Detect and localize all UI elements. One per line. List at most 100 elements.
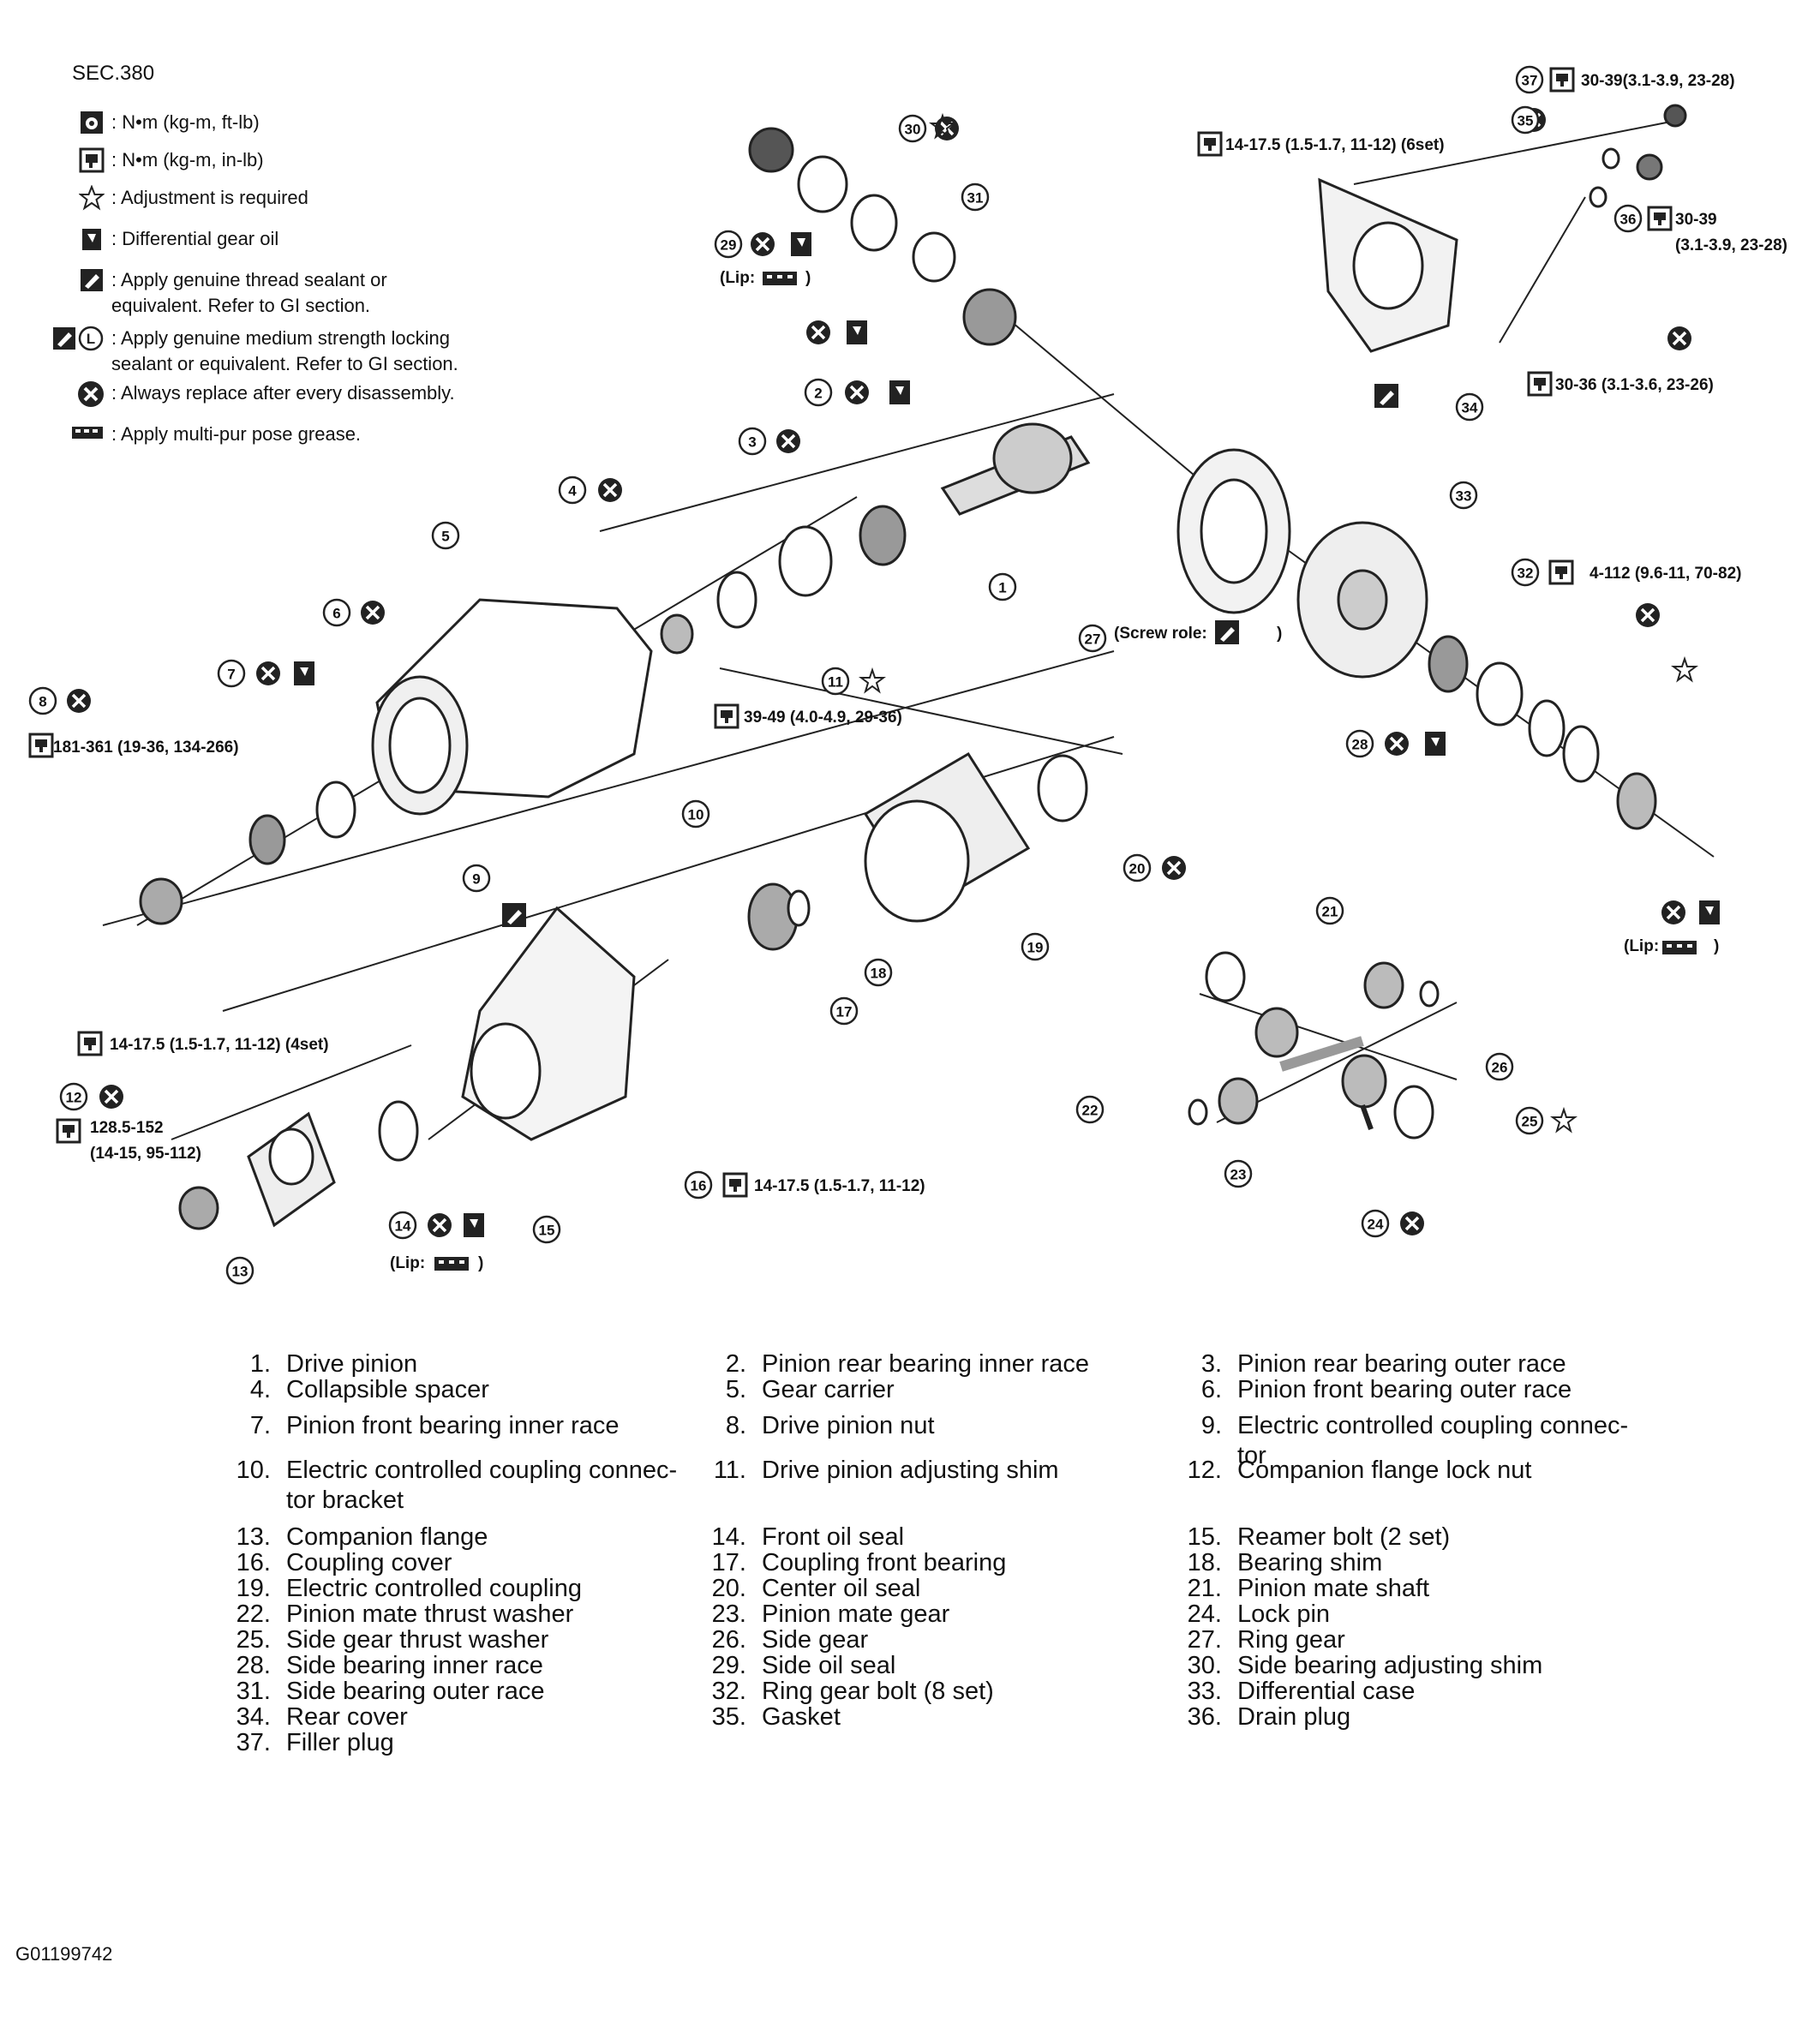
part-label: Center oil seal xyxy=(762,1575,921,1602)
callout-32-torque: 4-112 (9.6-11, 70-82) xyxy=(1590,565,1741,583)
part-number: 33. xyxy=(1187,1678,1222,1705)
part-item: 35.Gasket xyxy=(690,1702,1178,1732)
replace-x-icon xyxy=(98,1083,125,1110)
part-callout-number: 28 xyxy=(1352,737,1368,753)
lip-grease-29-top-end: ) xyxy=(805,269,811,287)
part-item: 32.Ring gear bolt (8 set) xyxy=(690,1677,1178,1707)
part-label: Drive pinion adjusting shim xyxy=(762,1457,1059,1484)
part-callout-number: 24 xyxy=(1368,1217,1384,1233)
sealant-icon xyxy=(1215,620,1239,644)
torque-icon xyxy=(714,703,739,729)
part-item: 9.Electric controlled coupling connec- t… xyxy=(1165,1411,1654,1471)
drive-pinion-nut xyxy=(139,877,183,925)
part-callout-number: 4 xyxy=(568,483,577,500)
part-callout-number: 27 xyxy=(1085,631,1101,648)
part-callout-7: 7 xyxy=(217,659,246,688)
part-callout-33: 33 xyxy=(1449,481,1478,510)
part-number: 34. xyxy=(236,1703,271,1731)
torque-icon xyxy=(56,1118,81,1144)
part-item: 24.Lock pin xyxy=(1165,1600,1654,1630)
pinion-front-bearing-outer xyxy=(315,781,356,839)
pinion-rear-bearing-inner xyxy=(859,505,907,566)
part-callout-11: 11 xyxy=(821,667,850,696)
part-label: Pinion rear bearing outer race xyxy=(1237,1350,1566,1378)
part-callout-number: 29 xyxy=(721,237,737,254)
part-callout-number: 20 xyxy=(1129,861,1146,877)
part-number: 15. xyxy=(1187,1523,1222,1551)
part-number: 36. xyxy=(1187,1703,1222,1731)
side-bearing-inner xyxy=(1428,635,1469,693)
part-number: 17. xyxy=(711,1549,746,1576)
star-icon xyxy=(1552,1109,1576,1132)
replace-x-icon xyxy=(1666,325,1693,352)
legend-text: : N•m (kg-m, in-lb) xyxy=(111,149,264,170)
part-callout-number: 37 xyxy=(1522,73,1538,89)
oil-can-icon xyxy=(791,232,811,256)
side-shim-b xyxy=(1562,725,1600,783)
part-callout-14: 14 xyxy=(388,1211,417,1240)
part-callout-number: 7 xyxy=(227,667,235,683)
legend-text: : Adjustment is required xyxy=(111,187,308,208)
part-number: 16. xyxy=(236,1549,271,1576)
part-callout-32: 32 xyxy=(1511,558,1540,587)
part-number: 14. xyxy=(711,1523,746,1551)
part-item: 6.Pinion front bearing outer race xyxy=(1165,1375,1654,1405)
part-number: 22. xyxy=(236,1600,271,1628)
legend-text: : N•m (kg-m, ft-lb) xyxy=(111,111,260,133)
lip-grease-29-top: (Lip: xyxy=(720,269,755,287)
part-item: 33. Differential case xyxy=(1165,1677,1654,1707)
part-label: Drain plug xyxy=(1237,1703,1351,1731)
legend-text: : Differential gear oil xyxy=(111,228,279,249)
lip-grease-29-right: (Lip: xyxy=(1624,937,1659,955)
drain-plug xyxy=(1636,153,1663,181)
part-callout-number: 6 xyxy=(332,606,340,622)
part-number: 20. xyxy=(711,1575,746,1602)
bearing-shim xyxy=(787,889,811,927)
part-label: Ring gear bolt (8 set) xyxy=(762,1678,994,1705)
part-number: 2. xyxy=(725,1350,746,1378)
part-item: 28.Side bearing inner race xyxy=(214,1651,703,1681)
part-item: 16.Coupling cover xyxy=(214,1548,703,1578)
side-gear-upper xyxy=(1341,1054,1387,1109)
sealant-icon xyxy=(502,903,526,927)
part-number: 24. xyxy=(1187,1600,1222,1628)
replace-x-icon xyxy=(1634,601,1661,629)
front-oil-seal xyxy=(378,1100,419,1162)
part-label: Companion flange lock nut xyxy=(1237,1457,1532,1484)
callout-39-torque: 39-49 (4.0-4.9, 29-36) xyxy=(744,709,902,727)
part-callout-26: 26 xyxy=(1485,1052,1514,1081)
callout-12-torque-a: 128.5-152 xyxy=(90,1119,164,1137)
star-icon xyxy=(79,185,105,211)
part-callout-number: 32 xyxy=(1518,565,1534,582)
part-label: Side gear thrust washer xyxy=(286,1626,549,1654)
part-callout-28: 28 xyxy=(1345,729,1374,758)
gasket-b xyxy=(1589,186,1607,208)
part-label: Pinion mate thrust washer xyxy=(286,1600,574,1628)
part-callout-number: 33 xyxy=(1456,488,1472,505)
companion-flange-lock-nut xyxy=(178,1186,219,1230)
part-number: 27. xyxy=(1187,1626,1222,1654)
part-label: Filler plug xyxy=(286,1729,394,1756)
pinion-rear-bearing-outer xyxy=(778,525,833,597)
part-callout-number: 12 xyxy=(66,1090,82,1106)
part-callout-22: 22 xyxy=(1075,1095,1105,1124)
part-label: Differential case xyxy=(1237,1678,1416,1705)
lip-grease-29-right-end: ) xyxy=(1714,937,1719,955)
part-label: Pinion front bearing inner race xyxy=(286,1412,620,1439)
part-number: 37. xyxy=(236,1729,271,1756)
part-label: Drive pinion nut xyxy=(762,1412,935,1439)
callout-27-end: ) xyxy=(1277,625,1282,643)
part-callout-number: 31 xyxy=(967,190,984,206)
part-callout-29: 29 xyxy=(714,230,743,259)
callout-37-torque: 30-39(3.1-3.9, 23-28) xyxy=(1581,72,1735,90)
torque-icon xyxy=(28,733,54,758)
replace-x-icon xyxy=(1160,854,1188,882)
part-number: 30. xyxy=(1187,1652,1222,1679)
part-item: 21.Pinion mate shaft xyxy=(1165,1574,1654,1604)
torque-wrench-nm-inlb-icon xyxy=(79,147,105,173)
oil-can-icon xyxy=(1699,900,1720,924)
torque-icon xyxy=(1527,371,1553,397)
part-item: 20. Center oil seal xyxy=(690,1574,1178,1604)
part-label: Side bearing inner race xyxy=(286,1652,543,1679)
grease-icon xyxy=(70,422,105,442)
